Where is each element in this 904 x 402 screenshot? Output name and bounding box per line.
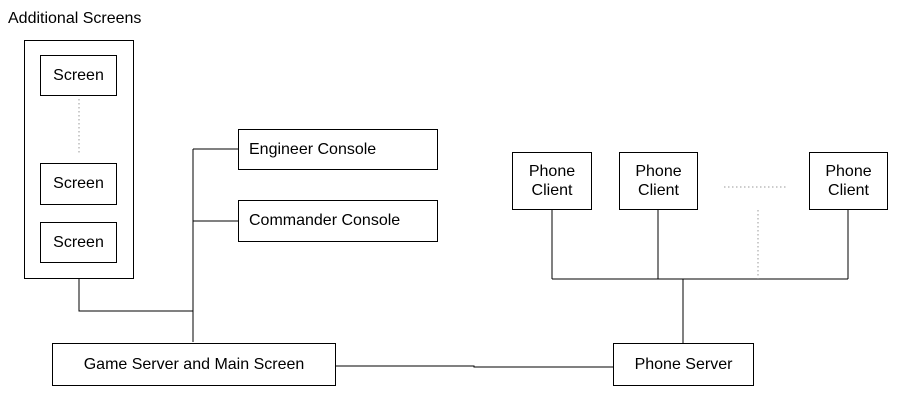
game-server-box: Game Server and Main Screen	[52, 343, 336, 386]
phone-server-box: Phone Server	[613, 343, 754, 386]
phone-client-box-1: Phone Client	[512, 152, 592, 210]
screens-to-bus-line	[78, 278, 193, 312]
server-to-phone-server-line	[336, 365, 613, 368]
screen-box-1: Screen	[40, 55, 117, 96]
additional-screens-title: Additional Screens	[8, 10, 142, 27]
engineer-console-box: Engineer Console	[238, 129, 438, 170]
phone-client-box-3: Phone Client	[809, 152, 888, 210]
commander-console-box: Commander Console	[238, 200, 438, 242]
phone-client-box-2: Phone Client	[619, 152, 698, 210]
screen-box-3: Screen	[40, 222, 117, 263]
additional-screens-group	[24, 40, 134, 279]
screen-box-2: Screen	[40, 163, 117, 205]
